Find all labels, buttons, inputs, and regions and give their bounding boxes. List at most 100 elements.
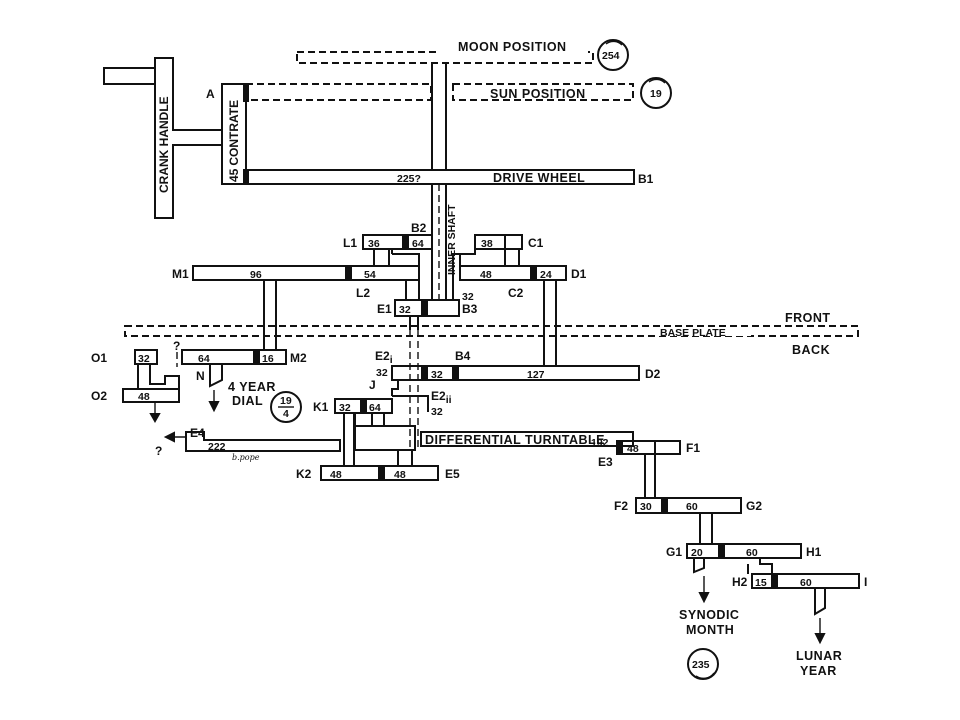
svg-text:60: 60 bbox=[800, 577, 812, 589]
gear-label-o1: O1 bbox=[91, 351, 107, 365]
gear-label-f1: F1 bbox=[686, 441, 700, 455]
contrate-a bbox=[221, 83, 247, 185]
synodic-month-line2: MONTH bbox=[686, 623, 734, 637]
gear-label-c1: C1 bbox=[528, 236, 544, 250]
svg-text:32: 32 bbox=[462, 291, 474, 303]
svg-text:36: 36 bbox=[368, 238, 380, 250]
svg-text:235: 235 bbox=[692, 659, 710, 671]
lunar-year-line1: LUNAR bbox=[796, 649, 842, 663]
svg-text:54: 54 bbox=[364, 269, 376, 281]
gear-g2 bbox=[666, 497, 742, 514]
gear-label-b2: B2 bbox=[411, 221, 427, 235]
gear-label-e2i: E2i bbox=[375, 349, 393, 366]
base-plate-label: BASE PLATE bbox=[660, 327, 726, 339]
svg-text:48: 48 bbox=[330, 469, 342, 481]
gear-e5 bbox=[383, 465, 439, 481]
gear-label-g1: G1 bbox=[666, 545, 682, 559]
differential-turntable bbox=[420, 431, 634, 447]
svg-text:16: 16 bbox=[262, 353, 274, 365]
inner-shaft-label: INNER SHAFT bbox=[446, 204, 458, 275]
svg-text:96: 96 bbox=[250, 269, 262, 281]
back-label: BACK bbox=[792, 343, 830, 357]
gear-e4 bbox=[185, 431, 341, 452]
gear-i bbox=[776, 573, 860, 589]
svg-text:48: 48 bbox=[394, 469, 406, 481]
sun-bar-left bbox=[245, 83, 432, 101]
svg-text:32: 32 bbox=[339, 402, 351, 414]
gear-label-c2: C2 bbox=[508, 286, 524, 300]
gear-h1 bbox=[723, 543, 802, 559]
gear-label-f2: F2 bbox=[614, 499, 628, 513]
moon-position-label: MOON POSITION bbox=[458, 40, 567, 54]
gear-label-g2: G2 bbox=[746, 499, 762, 513]
gear-label-b1: B1 bbox=[638, 172, 654, 186]
svg-text:60: 60 bbox=[686, 501, 698, 513]
gear-label-b4: B4 bbox=[455, 349, 471, 363]
gear-c2 bbox=[459, 265, 532, 281]
svg-text:48: 48 bbox=[138, 391, 150, 403]
gear-o2 bbox=[122, 388, 180, 403]
gear-label-e3: E3 bbox=[598, 455, 613, 469]
gear-e3 bbox=[621, 440, 656, 455]
drive-wheel-b1 bbox=[245, 169, 635, 185]
gear-label-l2: L2 bbox=[356, 286, 370, 300]
gear-label-i: I bbox=[864, 575, 867, 589]
gear-m1 bbox=[192, 265, 347, 281]
gear-label-l1: L1 bbox=[343, 236, 357, 250]
gear-c1 bbox=[474, 234, 506, 250]
svg-text:48: 48 bbox=[627, 443, 639, 455]
sun-bar-right bbox=[452, 83, 634, 101]
svg-text:32: 32 bbox=[431, 406, 443, 418]
front-label: FRONT bbox=[785, 311, 831, 325]
gear-label-k2: K2 bbox=[296, 467, 312, 481]
gear-label-b3: B3 bbox=[462, 302, 478, 316]
gear-l2 bbox=[350, 265, 420, 281]
moon-circle bbox=[597, 39, 629, 71]
gear-label-h2: H2 bbox=[732, 575, 748, 589]
sun-circled-number: 19 bbox=[650, 88, 662, 100]
svg-text:38: 38 bbox=[481, 238, 493, 250]
svg-text:32: 32 bbox=[399, 304, 411, 316]
gear-label-h1: H1 bbox=[806, 545, 822, 559]
drive-wheel-label: DRIVE WHEEL bbox=[493, 171, 585, 185]
contrate-label: 45CONTRATE bbox=[227, 100, 241, 182]
gear-label-d2: D2 bbox=[645, 367, 661, 381]
gear-label-e5: E5 bbox=[445, 467, 460, 481]
svg-text:48: 48 bbox=[480, 269, 492, 281]
svg-text:222: 222 bbox=[208, 441, 226, 453]
svg-text:64: 64 bbox=[369, 402, 381, 414]
gear-label-a: A bbox=[206, 87, 215, 101]
gear-d2 bbox=[457, 365, 640, 381]
crank-knob bbox=[103, 67, 156, 85]
svg-text:4: 4 bbox=[283, 408, 289, 420]
moon-circled-number: 254 bbox=[602, 50, 620, 62]
gear-j bbox=[365, 398, 393, 414]
svg-text:24: 24 bbox=[540, 269, 552, 281]
svg-text:20: 20 bbox=[691, 547, 703, 559]
svg-text:?: ? bbox=[155, 444, 162, 458]
gear-m2 bbox=[258, 349, 287, 365]
svg-text:64: 64 bbox=[198, 353, 210, 365]
sun-position-label: SUN POSITION bbox=[490, 87, 586, 101]
gear-label-d1: D1 bbox=[571, 267, 587, 281]
four-year-dial-line1: 4 YEAR bbox=[228, 380, 276, 394]
gear-label-n: N bbox=[196, 369, 205, 383]
svg-text:192: 192 bbox=[591, 437, 609, 449]
lunar-year-line2: YEAR bbox=[800, 664, 837, 678]
turntable-hub bbox=[354, 425, 416, 451]
svg-text:32: 32 bbox=[431, 369, 443, 381]
crank-handle-label: CRANK HANDLE bbox=[157, 96, 171, 193]
svg-text:15: 15 bbox=[755, 577, 767, 589]
four-year-dial-line2: DIAL bbox=[232, 394, 263, 408]
gear-label-m2: M2 bbox=[290, 351, 307, 365]
gear-label-e2ii: E2ii bbox=[431, 389, 452, 406]
drive-wheel-teeth: 225? bbox=[397, 173, 421, 185]
gear-label-j: J bbox=[369, 378, 376, 392]
gear-label-o2: O2 bbox=[91, 389, 107, 403]
svg-text:19: 19 bbox=[280, 395, 292, 407]
signature: b.pope bbox=[232, 453, 260, 462]
svg-text:64: 64 bbox=[412, 238, 424, 250]
svg-text:32: 32 bbox=[376, 367, 388, 379]
gear-label-e1: E1 bbox=[377, 302, 392, 316]
